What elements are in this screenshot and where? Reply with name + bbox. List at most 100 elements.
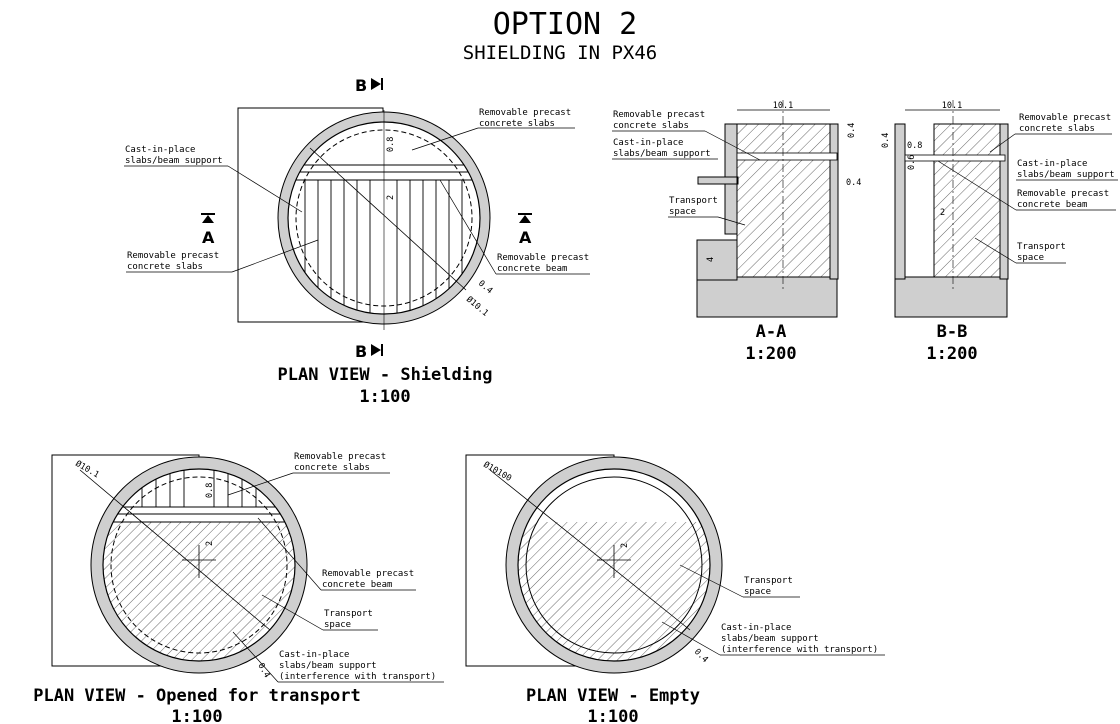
label-line: Cast-in-place bbox=[721, 623, 791, 633]
plan1-arrow-b-top bbox=[371, 78, 381, 90]
label-line: concrete slabs bbox=[613, 121, 689, 131]
plan3-fill bbox=[518, 522, 710, 661]
aa-label-precast-slabs: Removable precast concrete slabs bbox=[612, 110, 761, 161]
plan3-dim-d1: 2 bbox=[620, 543, 630, 548]
label-line: slabs/beam support bbox=[125, 156, 223, 166]
label-line: Removable precast bbox=[1019, 113, 1111, 123]
plan1-diameter-line bbox=[309, 147, 467, 291]
label-line: Transport bbox=[669, 196, 718, 206]
aa-hatched-body bbox=[736, 123, 831, 278]
label-line: Transport bbox=[744, 576, 793, 586]
plan2-diameter-line bbox=[79, 469, 271, 631]
plan1-caption: PLAN VIEW - Shielding bbox=[278, 365, 493, 385]
plan2-caption: PLAN VIEW - Opened for transport bbox=[33, 686, 361, 706]
label-line: slabs/beam support bbox=[279, 661, 377, 671]
aa-wall-right bbox=[829, 123, 839, 280]
aa-floor bbox=[696, 276, 838, 318]
aa-dim-width: 10.1 bbox=[773, 101, 793, 111]
label-line: Transport bbox=[1017, 242, 1066, 252]
plan2-dim-d3: 0.4 bbox=[255, 662, 271, 680]
bb-wall-left bbox=[894, 123, 906, 280]
plan1-arrow-b-bottom bbox=[371, 344, 381, 356]
label-line: Cast-in-place bbox=[279, 650, 349, 660]
label-line: slabs/beam support bbox=[1017, 170, 1115, 180]
plan1-arrow-a-left bbox=[202, 215, 214, 223]
plan2-dim-d4: Ø10.1 bbox=[74, 458, 102, 480]
plan1-label-precast-slabs-top: Removable precast concrete slabs bbox=[411, 108, 575, 151]
plan2-dim-d2: 2 bbox=[205, 541, 215, 546]
bb-dim-d2: 0.8 bbox=[907, 141, 922, 151]
aa-step bbox=[696, 239, 738, 281]
label-line: space bbox=[669, 207, 696, 217]
plan1-slabs bbox=[288, 164, 480, 314]
plan1-section-a-right: A bbox=[519, 228, 532, 247]
bb-caption: B-B bbox=[937, 322, 968, 342]
bb-label-transport: Transport space bbox=[974, 237, 1066, 264]
label-line: concrete beam bbox=[497, 264, 567, 274]
bb-scale: 1:200 bbox=[926, 344, 977, 364]
plan3-dim-d2: 0.4 bbox=[692, 647, 710, 665]
label-line: Cast-in-place bbox=[1017, 159, 1087, 169]
bb-dim-d4: 2 bbox=[940, 208, 945, 218]
plan3-scale: 1:100 bbox=[587, 707, 638, 724]
label-line: space bbox=[744, 587, 771, 597]
plan1-section-b-bottom: B bbox=[355, 342, 367, 361]
plan2-label-transport: Transport space bbox=[261, 594, 378, 631]
aa-label-transport: Transport space bbox=[668, 196, 746, 226]
section-bb: 10.1 0.4 0.8 0.6 2 Removable precast con… bbox=[881, 100, 1118, 364]
aa-ledge bbox=[697, 176, 739, 185]
plan3-label-cast-in-place: Cast-in-place slabs/beam support (interf… bbox=[661, 621, 885, 656]
plan2-dim-d1: 0.8 bbox=[205, 483, 215, 498]
aa-dim-d2: 0.4 bbox=[846, 178, 861, 188]
label-line: Transport bbox=[324, 609, 373, 619]
plan2-label-precast-slabs: Removable precast concrete slabs bbox=[227, 452, 390, 496]
bb-floor bbox=[894, 276, 1008, 318]
label-line: space bbox=[324, 620, 351, 630]
plan1-section-a-left: A bbox=[202, 228, 215, 247]
bb-label-precast-beam: Removable precast concrete beam bbox=[937, 160, 1116, 211]
label-line: Removable precast bbox=[294, 452, 386, 462]
label-line: Removable precast bbox=[479, 108, 571, 118]
plan2-label-cast-in-place: Cast-in-place slabs/beam support (interf… bbox=[232, 631, 444, 683]
plan-view-empty: 2 0.4 Ø10100 Transport space Cast-in-pla… bbox=[465, 454, 885, 724]
bb-label-precast-slabs: Removable precast concrete slabs bbox=[989, 113, 1112, 153]
label-line: Removable precast bbox=[322, 569, 414, 579]
plan1-section-b-top: B bbox=[355, 76, 367, 95]
page-subtitle: SHIELDING IN PX46 bbox=[463, 42, 657, 64]
bb-dim-d3: 0.6 bbox=[907, 155, 917, 170]
plan1-dim-wall: 0.4 bbox=[476, 279, 494, 297]
plan3-diameter-line bbox=[489, 469, 691, 631]
bb-beam-band bbox=[904, 154, 1006, 162]
section-aa: 10.1 0.4 0.4 4 Removable precast concret… bbox=[612, 100, 861, 364]
plan3-label-transport: Transport space bbox=[679, 564, 800, 598]
aa-label-cast-in-place: Cast-in-place slabs/beam support bbox=[612, 138, 718, 160]
label-line: Cast-in-place bbox=[125, 145, 195, 155]
label-line: (interference with transport) bbox=[279, 672, 436, 682]
plan2-dashed-circle bbox=[110, 476, 288, 654]
aa-caption: A-A bbox=[756, 322, 787, 342]
label-line: concrete slabs bbox=[1019, 124, 1095, 134]
label-line: concrete beam bbox=[322, 580, 392, 590]
label-line: concrete slabs bbox=[294, 463, 370, 473]
plan2-label-precast-beam: Removable precast concrete beam bbox=[257, 517, 416, 591]
plan1-arrow-a-right bbox=[519, 215, 531, 223]
aa-beam-band bbox=[736, 152, 838, 161]
label-line: Removable precast bbox=[497, 253, 589, 263]
label-line: concrete slabs bbox=[479, 119, 555, 129]
aa-scale: 1:200 bbox=[745, 344, 796, 364]
plan1-label-precast-slabs-left: Removable precast concrete slabs bbox=[126, 239, 319, 273]
plan1-dim-beam: 2 bbox=[386, 195, 396, 200]
label-line: concrete beam bbox=[1017, 200, 1087, 210]
plan1-scale: 1:100 bbox=[359, 387, 410, 407]
label-line: slabs/beam support bbox=[613, 149, 711, 159]
label-line: Cast-in-place bbox=[613, 138, 683, 148]
label-line: slabs/beam support bbox=[721, 634, 819, 644]
plan1-label-precast-beam: Removable precast concrete beam bbox=[439, 179, 590, 275]
label-line: Removable precast bbox=[613, 110, 705, 120]
label-line: (interference with transport) bbox=[721, 645, 878, 655]
plan-view-opened: 0.8 2 0.4 Ø10.1 Removable precast concre… bbox=[33, 452, 444, 724]
bb-dim-d1: 0.4 bbox=[881, 133, 891, 148]
label-line: space bbox=[1017, 253, 1044, 263]
bb-hatched-body bbox=[933, 123, 1001, 278]
plan2-scale: 1:100 bbox=[171, 707, 222, 724]
